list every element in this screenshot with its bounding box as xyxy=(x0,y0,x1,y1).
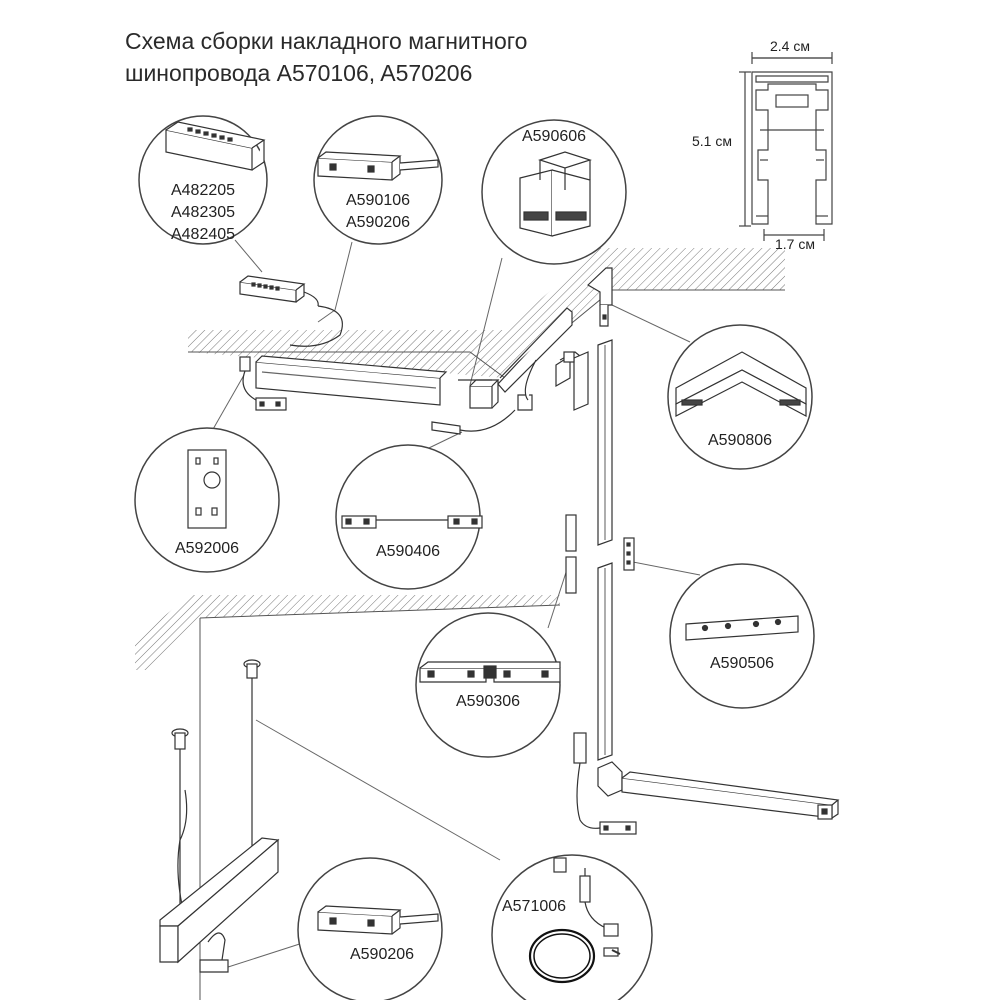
driver-unit xyxy=(239,275,343,347)
vertical-rail xyxy=(563,339,840,835)
flat-plate-icon xyxy=(685,615,799,641)
corner-vertical-label: A590606 xyxy=(521,128,587,145)
suspension-kit-icon xyxy=(528,857,621,984)
straight-connector-label: A590306 xyxy=(455,693,521,710)
rail-profile-section xyxy=(739,52,833,241)
driver-model-1: A482205 xyxy=(170,182,236,199)
driver-icon xyxy=(165,121,266,171)
connector-top-model-2: A590206 xyxy=(345,214,411,231)
corner-horizontal-label: A590806 xyxy=(707,432,773,449)
connector-top-label: A590106 A590206 xyxy=(342,190,414,234)
connector-top-model-1: A590106 xyxy=(345,192,411,209)
vertical-corner-connector xyxy=(587,267,613,327)
mounting-plate-label: A592006 xyxy=(174,540,240,557)
corner-horizontal-icon xyxy=(675,351,807,417)
driver-model-3: A482405 xyxy=(170,226,236,243)
mounting-plate-icon xyxy=(187,449,227,529)
flexible-connector-label: A590406 xyxy=(375,543,441,560)
flexible-connector-icon xyxy=(341,515,483,529)
straight-connector-icon xyxy=(419,661,561,683)
ceiling-hatch xyxy=(135,248,785,670)
top-rail xyxy=(239,307,581,435)
connector-top-icon xyxy=(317,151,439,181)
profile-height-label: 5.1 см xyxy=(692,133,732,149)
corner-vertical-icon xyxy=(519,151,592,237)
diagram-title-line-1: Схема сборки накладного магнитного xyxy=(125,28,528,54)
flat-plate-label: A590506 xyxy=(709,655,775,672)
driver-label: A482205 A482305 A482405 xyxy=(167,180,239,246)
connector-bottom-label: A590206 xyxy=(349,946,415,963)
suspension-kit-label: A571006 xyxy=(501,898,567,915)
profile-width-bottom-label: 1.7 см xyxy=(775,236,815,252)
connector-bottom-icon xyxy=(317,905,439,935)
leader-lines xyxy=(207,239,701,969)
suspended-rail xyxy=(159,659,280,973)
driver-model-2: A482305 xyxy=(170,204,236,221)
profile-width-top-label: 2.4 см xyxy=(770,38,810,54)
diagram-title-line-2: шинопровода A570106, A570206 xyxy=(125,60,473,86)
